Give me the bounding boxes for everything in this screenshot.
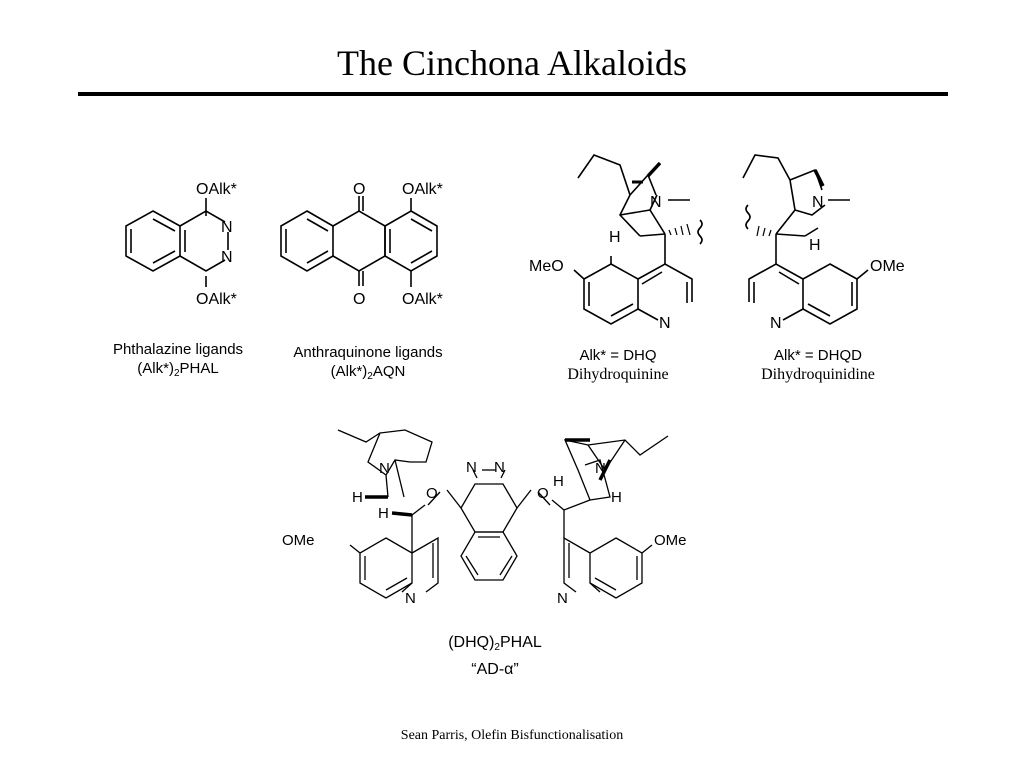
main-n-right-quinuclidine: N [595,460,606,477]
main-caption-line1: (DHQ)2PHAL [448,634,542,653]
phal-oalk-top: OAlk* [196,181,237,198]
phthalazine-structure [125,198,229,287]
aqn-o-bottom: O [353,291,365,308]
dhqd-quinoline-n: N [770,315,782,332]
aqn-oalk-top: OAlk* [402,181,443,198]
main-n2: N [494,459,505,476]
aqn-caption-line1: Anthraquinone ligands [293,344,443,361]
main-h-left2: H [378,505,389,522]
aqn-caption: Anthraquinone ligands (Alk*)2AQN [272,343,464,386]
dhq-alk-label: Alk* = DHQ [579,347,657,364]
phal-oalk-bottom: OAlk* [196,291,237,308]
dhqd-name: Dihydroquinidine [761,366,875,383]
main-n-left-quinuclidine: N [379,460,390,477]
dhq-h: H [609,229,621,246]
dhq-name: Dihydroquinine [567,366,669,383]
main-h-left1: H [352,489,363,506]
dihydroquinidine-structure [742,154,869,325]
aqn-o-top: O [353,181,365,198]
dhq2phal-structure [337,429,669,599]
main-n1: N [466,459,477,476]
dhqd-ome: OMe [870,258,905,275]
dhqd-n: N [812,194,824,211]
main-n-right-quinoline: N [557,590,568,607]
dhqd-alk-label: Alk* = DHQD [774,347,862,364]
main-o-right: O [537,485,549,502]
phal-caption-line1: Phthalazine ligands [112,341,244,358]
main-h-right2: H [611,489,622,506]
title-rule [78,92,948,96]
phal-caption-line2: (Alk*)2PHAL [137,360,219,379]
dhq-caption: Alk* = DHQ Dihydroquinine [548,346,688,384]
footer: Sean Parris, Olefin Bisfunctionalisation [400,728,624,743]
phal-n1: N [221,219,233,236]
dhq-n: N [650,194,662,211]
main-caption: (DHQ)2PHAL “AD-α” [420,632,570,681]
main-caption-line2: “AD-α” [471,661,519,678]
main-h-right1: H [553,473,564,490]
aqn-caption-line2: (Alk*)2AQN [330,363,406,382]
dhq-quinoline-n: N [659,315,671,332]
main-ome-left: OMe [282,532,315,549]
main-o-left: O [426,485,438,502]
phal-caption: Phthalazine ligands (Alk*)2PHAL [86,340,270,383]
dhqd-caption: Alk* = DHQD Dihydroquinidine [742,346,894,384]
main-ome-right: OMe [654,532,687,549]
aqn-oalk-bottom: OAlk* [402,291,443,308]
phal-n2: N [221,249,233,266]
main-n-left-quinoline: N [405,590,416,607]
dhqd-h: H [809,237,821,254]
dihydroquinine-structure [573,154,703,325]
dhq-meo: MeO [529,258,564,275]
anthraquinone-structure [280,196,438,287]
slide-title: The Cinchona Alkaloids [337,43,687,83]
